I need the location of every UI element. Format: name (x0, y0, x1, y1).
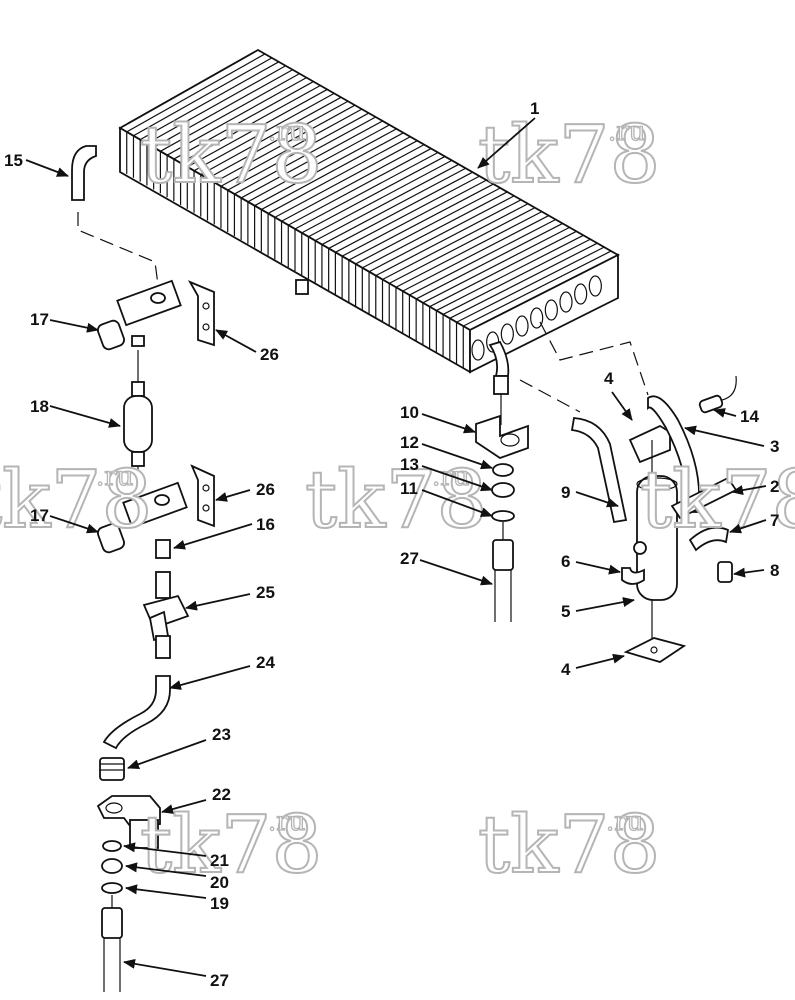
svg-text:24: 24 (256, 653, 275, 672)
callout-26-top: 26 (215, 329, 279, 364)
callout-17-bottom: 17 (30, 506, 99, 534)
callout-11: 11 (400, 479, 493, 517)
svg-text:19: 19 (210, 894, 229, 913)
watermark-suffix: .ru (96, 462, 133, 492)
callout-23: 23 (127, 725, 231, 769)
svg-text:4: 4 (561, 660, 571, 679)
watermark-text: tk78 (0, 453, 152, 546)
callout-1: 1 (477, 99, 539, 169)
watermark-suffix: .ru (268, 117, 305, 147)
svg-text:16: 16 (256, 515, 275, 534)
callout-5: 5 (561, 597, 635, 621)
svg-text:20: 20 (210, 873, 229, 892)
svg-text:27: 27 (400, 549, 419, 568)
callout-16: 16 (173, 515, 275, 550)
callout-3: 3 (684, 425, 779, 456)
callout-12: 12 (400, 433, 493, 470)
svg-text:8: 8 (770, 561, 779, 580)
receiver-assembly (539, 321, 738, 663)
callout-18: 18 (30, 397, 121, 428)
watermark-text: tk78 (478, 798, 660, 891)
callout-25: 25 (185, 583, 275, 611)
callout-7: 7 (729, 511, 779, 534)
svg-text:17: 17 (30, 310, 49, 329)
callouts: 1 2 3 4 4 5 6 7 8 9 10 11 12 13 14 15 16… (4, 99, 779, 990)
left-assembly (71, 145, 215, 992)
svg-text:26: 26 (256, 480, 275, 499)
svg-text:17: 17 (30, 506, 49, 525)
callout-6: 6 (561, 552, 621, 575)
svg-text:9: 9 (561, 483, 570, 502)
watermark-suffix: .ru (606, 807, 643, 837)
svg-text:26: 26 (260, 345, 279, 364)
callout-27-left: 27 (123, 958, 229, 990)
callout-24: 24 (169, 653, 275, 690)
callout-8: 8 (733, 561, 779, 580)
callout-22: 22 (161, 785, 231, 814)
watermark-suffix: .ru (608, 117, 645, 147)
callout-19: 19 (125, 884, 229, 913)
callout-26-bottom: 26 (215, 480, 275, 502)
svg-text:1: 1 (530, 99, 539, 118)
callout-27-center: 27 (400, 549, 493, 586)
callout-4-top: 4 (604, 369, 633, 421)
callout-10: 10 (400, 403, 476, 434)
svg-text:6: 6 (561, 552, 570, 571)
svg-text:4: 4 (604, 369, 614, 388)
callout-15: 15 (4, 151, 69, 177)
callout-13: 13 (400, 455, 493, 492)
center-assembly (475, 340, 581, 622)
svg-text:25: 25 (256, 583, 275, 602)
svg-text:2: 2 (770, 477, 779, 496)
svg-text:22: 22 (212, 785, 231, 804)
callout-14: 14 (713, 407, 759, 426)
callout-17-top: 17 (30, 310, 99, 333)
callout-21: 21 (123, 842, 229, 870)
evaporator-coil (118, 48, 620, 374)
svg-text:15: 15 (4, 151, 23, 170)
callout-20: 20 (125, 862, 229, 892)
callout-2: 2 (731, 477, 779, 496)
svg-text:7: 7 (770, 511, 779, 530)
svg-text:27: 27 (210, 971, 229, 990)
watermark-suffix: .ru (432, 462, 469, 492)
svg-text:11: 11 (400, 479, 418, 498)
svg-text:5: 5 (561, 602, 570, 621)
svg-text:14: 14 (740, 407, 759, 426)
watermark-group: tk78 .ru tk78 .ru tk78 .ru tk78 .ru tk78… (0, 107, 795, 892)
callout-9: 9 (561, 483, 619, 508)
watermark-text: tk78 (640, 453, 795, 546)
svg-text:21: 21 (210, 851, 229, 870)
callout-4-bottom: 4 (561, 653, 625, 679)
watermark-text: tk78 (478, 108, 660, 201)
svg-text:12: 12 (400, 433, 419, 452)
watermark-text: tk78 (305, 453, 487, 546)
svg-text:13: 13 (400, 455, 419, 474)
svg-text:10: 10 (400, 403, 419, 422)
watermark-suffix: .ru (268, 807, 305, 837)
watermark-text: tk78 (140, 108, 322, 201)
svg-text:23: 23 (212, 725, 231, 744)
svg-text:18: 18 (30, 397, 49, 416)
svg-text:3: 3 (770, 437, 779, 456)
